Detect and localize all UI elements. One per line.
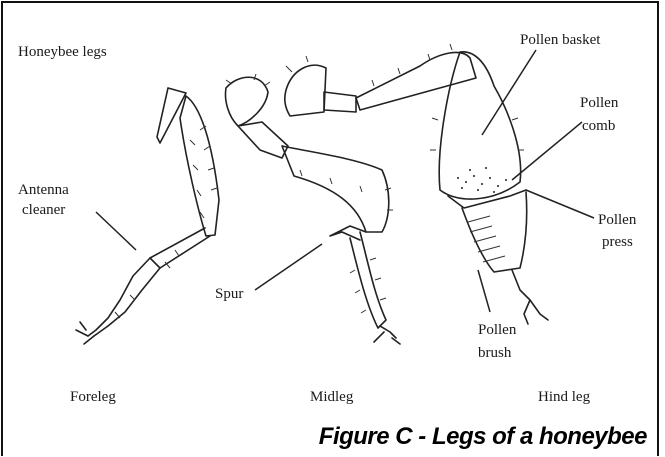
midleg-label: Midleg — [310, 389, 354, 405]
spur-label: Spur — [215, 286, 243, 302]
pollen-comb-label-line1: Pollen — [580, 95, 619, 111]
pollen-basket-label: Pollen basket — [520, 32, 601, 48]
pollen-comb-dots — [457, 167, 507, 193]
pollen-press-label-line1: Pollen — [598, 212, 637, 228]
antenna-cleaner-label-line1: Antenna — [18, 182, 69, 198]
antenna-cleaner-label-line2: cleaner — [22, 202, 65, 218]
midleg-hairs — [226, 74, 393, 313]
pollen-brush-label-line2: brush — [478, 345, 512, 361]
foreleg-drawing — [76, 88, 219, 344]
pollen-comb-label-line2: comb — [582, 118, 615, 134]
pollen-press-label-line2: press — [602, 234, 633, 250]
hind-leg-label: Hind leg — [538, 389, 591, 405]
pollen-brush-label-line1: Pollen — [478, 322, 517, 338]
title-label: Honeybee legs — [18, 44, 107, 60]
figure-caption: Figure C - Legs of a honeybee — [319, 423, 647, 451]
midleg-drawing — [226, 77, 401, 344]
foreleg-label: Foreleg — [70, 389, 116, 405]
